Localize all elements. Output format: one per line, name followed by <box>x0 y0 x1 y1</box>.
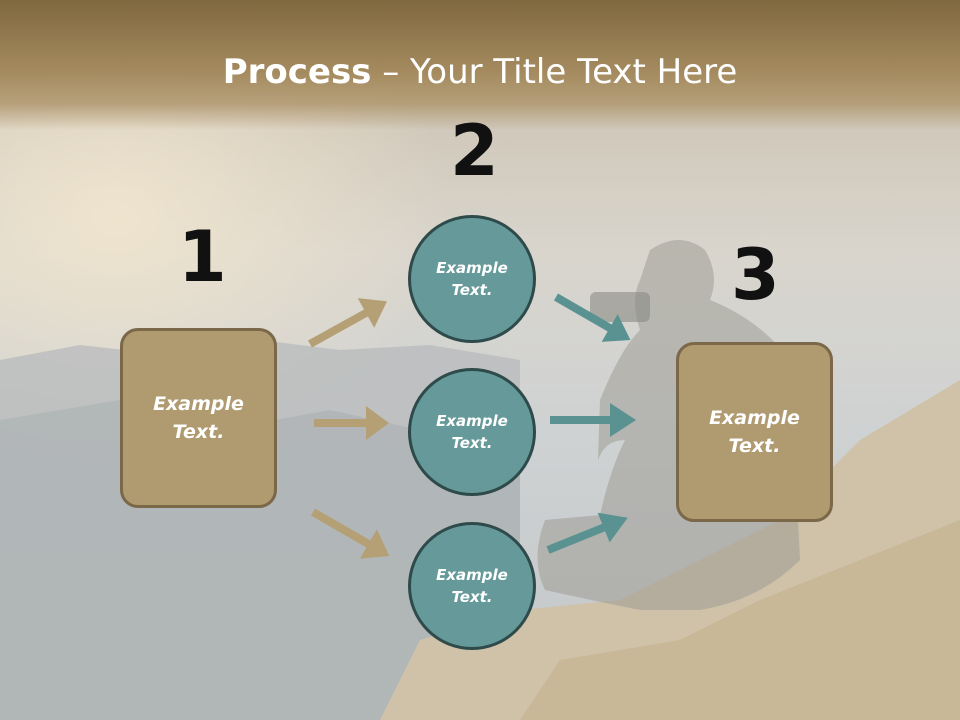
circle-bottom-line2: Text. <box>451 588 493 606</box>
arrow-top-to-right <box>554 293 631 342</box>
circle-middle-line1: Example <box>436 411 508 430</box>
step-number-2: 2 <box>450 110 499 192</box>
arrow-bottom-to-right <box>546 512 628 554</box>
step-number-3: 3 <box>731 234 780 316</box>
circle-top-line2: Text. <box>451 281 493 299</box>
left-box-line1: Example <box>153 392 244 415</box>
arrow-middle-to-right <box>550 403 636 437</box>
right-box-line1: Example <box>709 406 800 429</box>
circle-middle-line2: Text. <box>451 434 493 452</box>
arrow-left-to-middle <box>314 406 389 440</box>
right-box-line2: Text. <box>728 435 781 457</box>
arrow-left-to-bottom <box>311 508 390 559</box>
title-rest: – Your Title Text Here <box>371 52 738 92</box>
slide-title: Process – Your Title Text Here <box>0 52 960 92</box>
title-bar <box>0 0 960 130</box>
circle-bottom-line1: Example <box>436 565 508 584</box>
circle-top-line1: Example <box>436 258 508 277</box>
step-number-1: 1 <box>178 216 227 298</box>
arrow-left-to-top <box>308 298 387 348</box>
left-box-line2: Text. <box>172 421 225 443</box>
title-bold: Process <box>222 52 372 92</box>
